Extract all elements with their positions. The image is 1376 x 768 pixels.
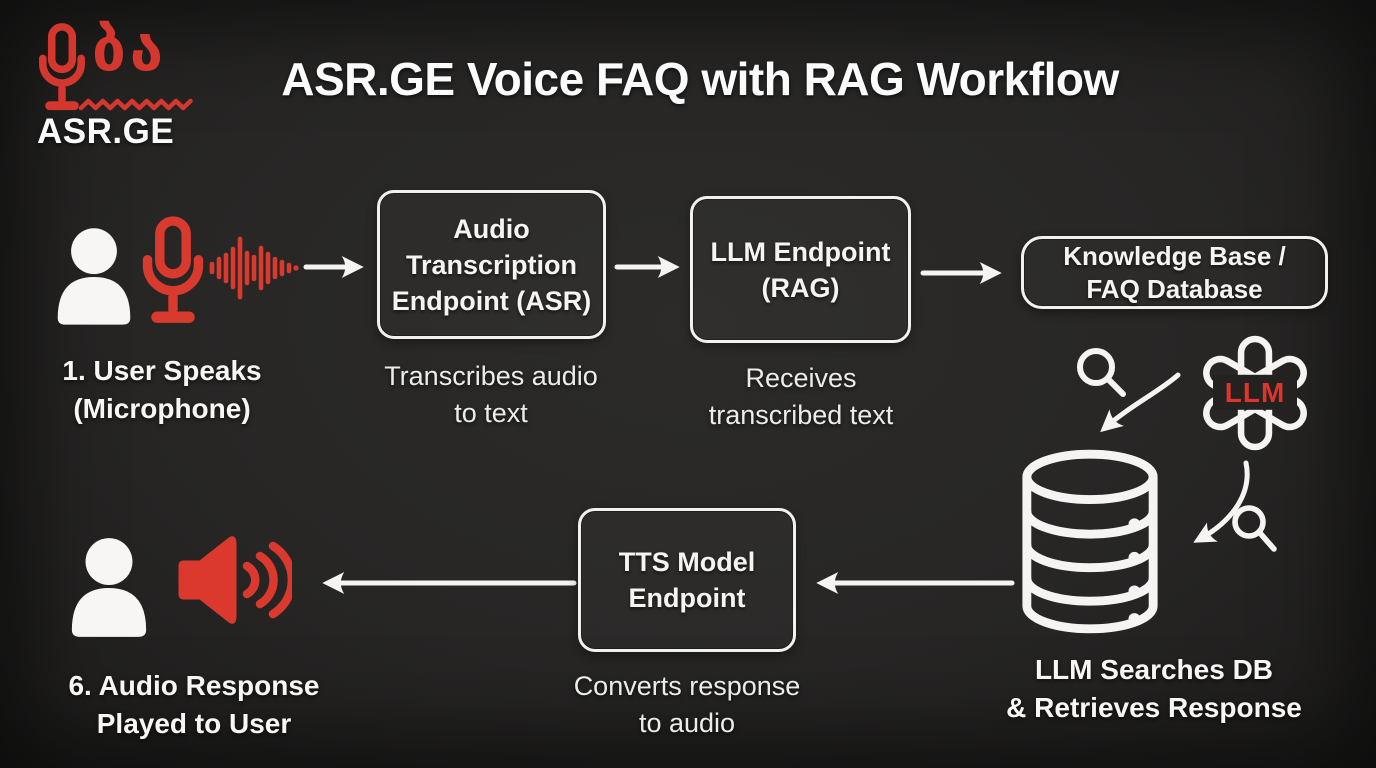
- kb-box-title-line: FAQ Database: [1086, 273, 1263, 304]
- microphone-icon: [142, 216, 204, 323]
- search-icon: [1232, 505, 1277, 552]
- page-title: ASR.GE Voice FAQ with RAG Workflow: [281, 53, 1119, 105]
- step-label-line: 1. User Speaks: [62, 355, 262, 386]
- database-icon: [1022, 449, 1158, 634]
- step-label-line: & Retrieves Response: [1006, 692, 1302, 723]
- step-label-line: Played to User: [96, 708, 292, 739]
- llm-caption: Receives transcribed text: [672, 360, 930, 434]
- llm-caption-line: Receives: [745, 363, 857, 393]
- kb-box-title-line: Knowledge Base /: [1063, 240, 1286, 271]
- user-icon: [71, 538, 147, 637]
- step-label-line: LLM Searches DB: [1034, 654, 1274, 685]
- user-icon: [57, 228, 131, 325]
- asr-endpoint-box: Audio Transcription Endpoint (ASR): [377, 190, 606, 339]
- llm-box-title-line: LLM Endpoint: [710, 236, 891, 267]
- curved-arrow-search-to-db: [1100, 372, 1181, 433]
- logo-brand-text: ASR.GE: [37, 112, 175, 151]
- tts-box-title-line: TTS Model: [618, 547, 756, 577]
- llm-caption-line: transcribed text: [708, 400, 894, 430]
- asr-caption-line: Transcribes audio: [384, 361, 598, 391]
- step-label-line: (Microphone): [73, 393, 251, 424]
- curved-arrow-llm-to-db: [1193, 460, 1250, 543]
- tts-endpoint-box: TTS Model Endpoint: [578, 508, 796, 652]
- asr-box-title-line: Endpoint (ASR): [391, 285, 592, 316]
- waveform-icon: [209, 236, 299, 300]
- step-label-user-speaks: 1. User Speaks (Microphone): [28, 352, 296, 428]
- llm-badge-label: LLM: [1224, 376, 1286, 408]
- asr-caption: Transcribes audio to text: [352, 358, 630, 432]
- knowledge-base-box: Knowledge Base / FAQ Database: [1021, 236, 1328, 309]
- llm-endpoint-box: LLM Endpoint (RAG): [690, 196, 911, 343]
- tts-caption-line: Converts response: [573, 671, 801, 701]
- tts-caption: Converts response to audio: [556, 668, 818, 742]
- tts-box-title-line: Endpoint: [628, 583, 746, 613]
- search-icon: [1077, 348, 1126, 397]
- logo-zigzag-underline-icon: [78, 98, 193, 111]
- llm-badge: LLM: [1213, 374, 1297, 410]
- asr-box-title-line: Transcription: [405, 249, 578, 280]
- asr-caption-line: to text: [454, 398, 528, 428]
- step-label-audio-response: 6. Audio Response Played to User: [44, 667, 344, 743]
- llm-box-title-line: (RAG): [761, 272, 840, 303]
- speaker-icon: [178, 536, 292, 624]
- tts-caption-line: to audio: [638, 708, 736, 738]
- logo-georgian-glyphs: ბა: [92, 15, 168, 85]
- logo-microphone-icon: [39, 23, 85, 111]
- llm-flower-icon: LLM: [1194, 332, 1316, 454]
- step-label-db-search: LLM Searches DB & Retrieves Response: [970, 651, 1338, 727]
- asr-box-title-line: Audio: [453, 213, 530, 244]
- step-label-line: 6. Audio Response: [68, 670, 320, 701]
